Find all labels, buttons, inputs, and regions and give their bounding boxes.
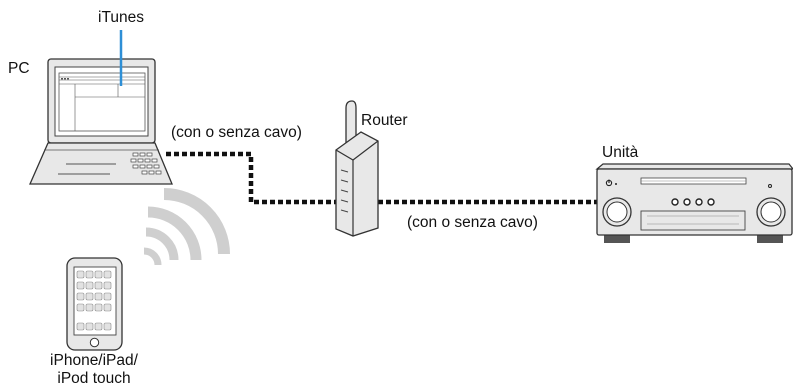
unit-knob-right [756,197,786,227]
av-receiver-icon [595,163,793,243]
home-button [89,337,100,348]
router-label: Router [361,112,408,129]
connection-label-pc-router: (con o senza cavo) [171,124,302,141]
itunes-label: iTunes [98,9,144,26]
unit-knob-left [602,197,632,227]
laptop-keypad [130,152,162,175]
router-icon [335,100,379,237]
pc-label: PC [8,60,30,77]
itunes-window [58,72,146,132]
app-grid [76,270,112,331]
mobile-label-line1: iPhone/iPad/ [50,352,139,369]
wifi-waves-icon [143,188,230,266]
laptop-icon [29,30,173,185]
cable-pc-router [166,151,336,205]
unit-label: Unità [602,144,639,161]
mobile-label-line2: iPod touch [57,370,130,387]
connection-label-router-unit: (con o senza cavo) [407,214,538,231]
smartphone-icon [66,257,123,351]
